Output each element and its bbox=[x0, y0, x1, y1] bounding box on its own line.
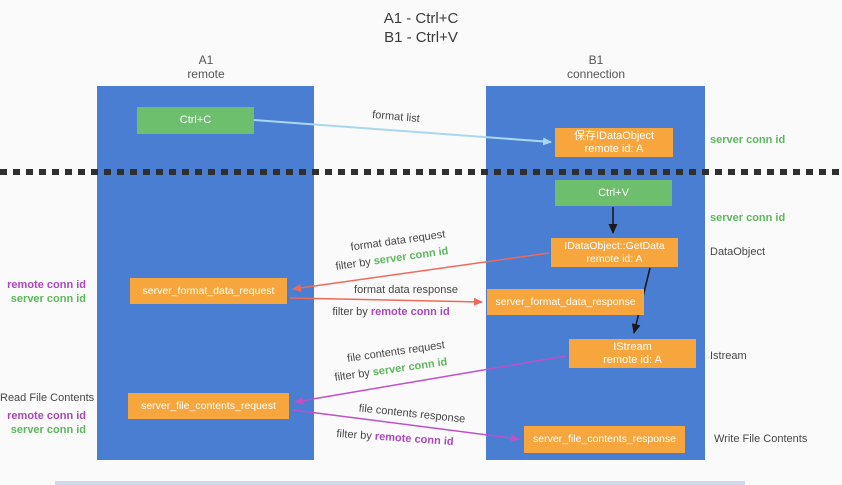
write-file-contents-label: Write File Contents bbox=[714, 433, 808, 445]
column-header-a1: A1 remote bbox=[146, 53, 266, 81]
filter-by-remote-conn-id-label-2: filter by remote conn id bbox=[336, 428, 454, 448]
istream-side-label: Istream bbox=[710, 350, 747, 362]
column-header-b1: B1 connection bbox=[536, 53, 656, 81]
left-conn-id-group-1: remote conn id server conn id bbox=[0, 278, 86, 306]
bottom-edge-strip bbox=[55, 481, 745, 485]
istream-box: IStream remote id: A bbox=[569, 339, 696, 368]
save-idataobject-box: 保存IDataObject remote id: A bbox=[555, 128, 673, 157]
dataobject-label: DataObject bbox=[710, 246, 766, 258]
server-format-data-request-box: server_format_data_request bbox=[130, 278, 287, 304]
getdata-line1: IDataObject::GetData bbox=[564, 239, 665, 252]
filter-by-prefix-3: filter by bbox=[333, 366, 374, 384]
server-conn-id-label-2: server conn id bbox=[10, 424, 86, 436]
format-list-label: format list bbox=[371, 108, 421, 126]
server-format-data-response-box: server_format_data_response bbox=[487, 289, 644, 315]
server-file-contents-response-label: server_file_contents_response bbox=[532, 433, 676, 445]
filter-by-prefix-2: filter by bbox=[332, 306, 371, 318]
column-b1-subtitle: connection bbox=[566, 67, 626, 81]
remote-conn-id-label-2: remote conn id bbox=[7, 410, 86, 422]
ctrl-v-label: Ctrl+V bbox=[598, 186, 629, 199]
save-idataobject-line1: 保存IDataObject bbox=[573, 129, 655, 142]
column-a1-subtitle: remote bbox=[187, 67, 225, 81]
read-file-contents-label: Read File Contents bbox=[0, 392, 95, 404]
phase-divider-dotted-line bbox=[0, 169, 842, 175]
server-conn-id-label-mid: server conn id bbox=[710, 212, 786, 224]
ctrl-c-label: Ctrl+C bbox=[179, 114, 212, 126]
filter-by-remote-conn-id-label-1: filter by remote conn id bbox=[332, 306, 449, 318]
ctrl-v-box: Ctrl+V bbox=[555, 180, 672, 206]
column-b1-name: B1 bbox=[588, 53, 604, 67]
server-conn-id-label-top: server conn id bbox=[710, 134, 786, 146]
server-file-contents-response-box: server_file_contents_response bbox=[524, 426, 685, 453]
column-a1-name: A1 bbox=[198, 53, 214, 67]
title-line-1: A1 - Ctrl+C bbox=[383, 10, 459, 27]
title-line-2: B1 - Ctrl+V bbox=[384, 29, 458, 46]
getdata-line2: remote id: A bbox=[586, 252, 643, 265]
filter-by-prefix-4: filter by bbox=[336, 427, 376, 443]
ctrl-c-box: Ctrl+C bbox=[137, 107, 254, 134]
format-data-response-arrow bbox=[289, 297, 483, 306]
diagram-title: A1 - Ctrl+C B1 - Ctrl+V bbox=[0, 9, 842, 47]
server-format-data-request-label: server_format_data_request bbox=[142, 284, 275, 297]
server-file-contents-request-box: server_file_contents_request bbox=[128, 393, 289, 419]
server-file-contents-request-label: server_file_contents_request bbox=[141, 399, 276, 412]
format-data-response-label: format data response bbox=[354, 284, 458, 296]
istream-line1: IStream bbox=[613, 340, 652, 353]
getdata-box: IDataObject::GetData remote id: A bbox=[551, 238, 678, 267]
filter-remote-conn-id-2: remote conn id bbox=[374, 430, 454, 449]
save-idataobject-line2: remote id: A bbox=[584, 142, 644, 155]
remote-conn-id-label-1: remote conn id bbox=[7, 279, 86, 291]
left-conn-id-group-2: remote conn id server conn id bbox=[0, 409, 86, 437]
server-format-data-response-label: server_format_data_response bbox=[495, 295, 636, 308]
server-conn-id-label-1: server conn id bbox=[10, 293, 86, 305]
file-contents-response-label: file contents response bbox=[358, 402, 466, 426]
filter-remote-conn-id-1: remote conn id bbox=[370, 306, 450, 318]
istream-line2: remote id: A bbox=[603, 353, 662, 366]
filter-by-prefix-1: filter by bbox=[334, 255, 375, 273]
